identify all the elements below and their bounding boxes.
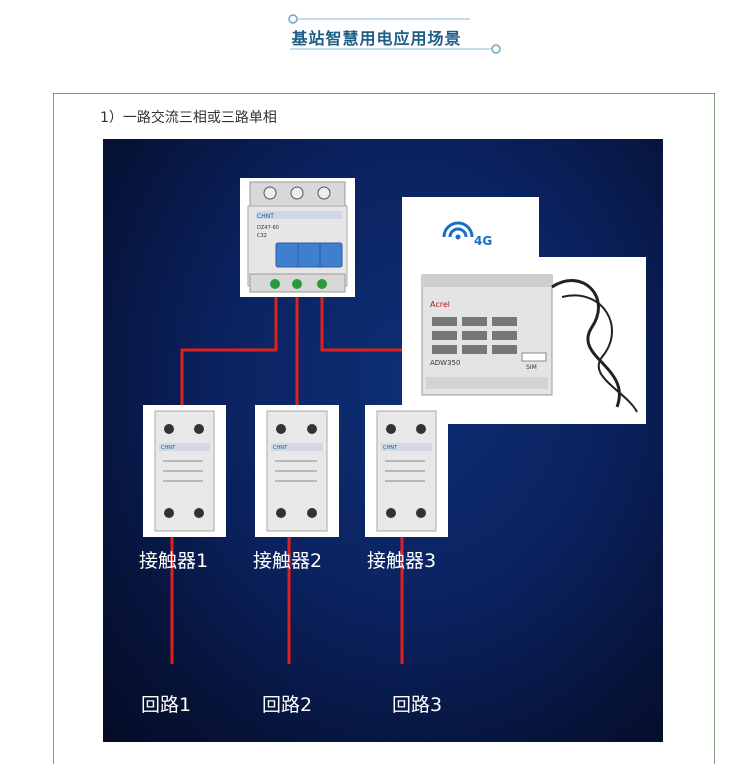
circuit-label-3: 回路3 [392, 694, 443, 716]
breaker-brand: CHNT [257, 213, 274, 220]
svg-text:CHNT: CHNT [161, 445, 176, 451]
circuit-label-1: 回路1 [141, 694, 192, 716]
header-ornament [288, 14, 501, 54]
breaker-model: DZ47-60 [257, 225, 279, 231]
contactor-label-3: 接触器3 [367, 550, 437, 572]
wire-3 [320, 297, 408, 407]
contactor-2: CHNT [255, 405, 339, 537]
circuit-breaker: CHNT DZ47-60 C32 [240, 178, 355, 297]
circuit-label-2: 回路2 [262, 694, 313, 716]
meter-4g: 4G [402, 197, 539, 257]
meter-model: ADW350 [430, 359, 460, 367]
contactor-label-1: 接触器1 [139, 550, 209, 572]
signal-label: 4G [474, 234, 492, 248]
svg-text:CHNT: CHNT [383, 445, 398, 451]
contactor-3: CHNT [365, 405, 448, 537]
breaker-rating: C32 [257, 233, 267, 239]
section-subtitle: 1）一路交流三相或三路单相 [100, 110, 277, 126]
meter-sim-label: SIM [526, 364, 537, 371]
wiring-lines [170, 297, 408, 664]
meter-unit: Acrel ADW350 SIM [402, 257, 646, 424]
wire-1 [180, 297, 278, 407]
contactor-label-2: 接触器2 [253, 550, 323, 572]
page-title: 基站智慧用电应用场景 [291, 29, 462, 48]
meter-brand: Acrel [430, 300, 450, 309]
header-banner: 基站智慧用电应用场景 [0, 0, 753, 80]
wiring-diagram: CHNT DZ47-60 C32 4G Acrel [103, 139, 663, 742]
svg-text:CHNT: CHNT [273, 445, 288, 451]
contactor-1: CHNT [143, 405, 226, 537]
